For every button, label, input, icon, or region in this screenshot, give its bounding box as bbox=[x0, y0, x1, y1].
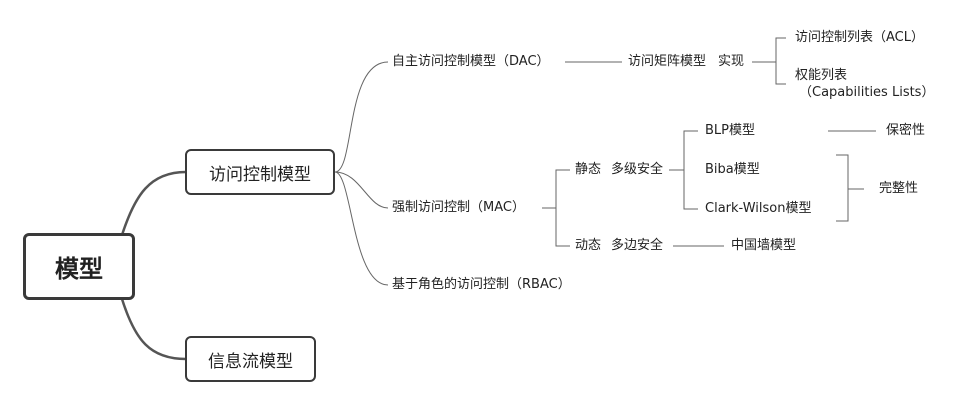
node-clark-wilson-model[interactable]: Clark-Wilson模型 bbox=[705, 201, 812, 216]
edge-access-dac bbox=[334, 61, 389, 173]
root-node[interactable]: 模型 bbox=[23, 233, 135, 300]
node-multilevel-security[interactable]: 多级安全 bbox=[611, 162, 664, 177]
edge-root-infoflow bbox=[120, 298, 187, 361]
node-implementation[interactable]: 实现 bbox=[718, 54, 745, 69]
node-integrity[interactable]: 完整性 bbox=[879, 181, 919, 196]
node-access-control-model[interactable]: 访问控制模型 bbox=[185, 149, 335, 195]
node-blp-model[interactable]: BLP模型 bbox=[705, 123, 756, 138]
node-capabilities-list[interactable]: 权能列表 （Capabilities Lists） bbox=[795, 67, 934, 101]
node-acl[interactable]: 访问控制列表（ACL） bbox=[795, 30, 924, 45]
access-control-model-label: 访问控制模型 bbox=[209, 164, 311, 185]
node-chinese-wall-model[interactable]: 中国墙模型 bbox=[731, 238, 797, 253]
node-information-flow-model[interactable]: 信息流模型 bbox=[185, 336, 316, 382]
information-flow-model-label: 信息流模型 bbox=[208, 351, 293, 372]
node-rbac[interactable]: 基于角色的访问控制（RBAC） bbox=[392, 277, 571, 292]
edge-root-access bbox=[120, 170, 187, 236]
bracket-integrity bbox=[836, 154, 849, 222]
edge-access-mac bbox=[334, 171, 389, 209]
node-dynamic[interactable]: 动态 bbox=[575, 238, 602, 253]
node-mac[interactable]: 强制访问控制（MAC） bbox=[392, 200, 525, 215]
node-biba-model[interactable]: Biba模型 bbox=[705, 162, 760, 177]
node-confidentiality[interactable]: 保密性 bbox=[886, 123, 926, 138]
node-access-matrix[interactable]: 访问矩阵模型 bbox=[628, 54, 707, 69]
bracket-multilevel bbox=[683, 130, 698, 210]
node-static[interactable]: 静态 bbox=[575, 162, 602, 177]
edge-access-rbac bbox=[334, 171, 389, 286]
bracket-mac bbox=[555, 169, 570, 247]
bracket-dac bbox=[775, 37, 786, 85]
node-dac[interactable]: 自主访问控制模型（DAC） bbox=[392, 54, 550, 69]
root-label: 模型 bbox=[55, 255, 103, 283]
capabilities-line2: （Capabilities Lists） bbox=[799, 85, 935, 100]
capabilities-line1: 权能列表 bbox=[795, 68, 848, 83]
node-multilateral-security[interactable]: 多边安全 bbox=[611, 238, 664, 253]
